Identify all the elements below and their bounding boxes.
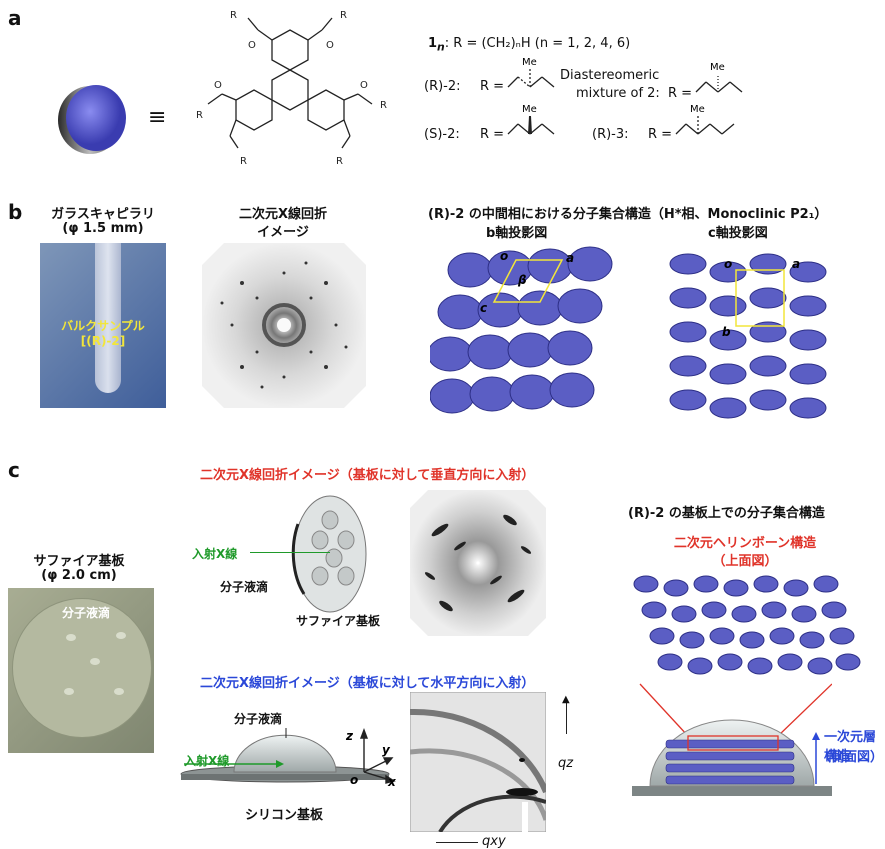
droplet-photo-label: 分子液滴 [61, 606, 110, 620]
incident-xray-label: 入射X線 [192, 547, 238, 561]
diastereomeric-equals: R = [668, 86, 693, 101]
r-label: R [380, 100, 387, 111]
layer-structure-side-view: （側面図） [818, 750, 884, 765]
droplet-label-side: 分子液滴 [234, 712, 283, 726]
panel-label-b: b [8, 200, 23, 224]
silicon-substrate-diagram [180, 728, 390, 783]
vertical-incidence-title: 二次元X線回折イメージ（基板に対して垂直方向に入射） [200, 468, 535, 483]
xrd-pattern-horizontal [410, 692, 546, 832]
c-axis-projection-title: c軸投影図 [708, 226, 768, 241]
droplet [114, 688, 124, 695]
assembly-title: (R)-2 の基板上での分子集合構造 [628, 506, 825, 521]
o-label: O [248, 40, 256, 51]
layer-structure-model [632, 683, 832, 796]
axis-b-label: b [722, 325, 731, 339]
me-label: Me [710, 62, 725, 73]
c-axis-projection-model: o a b [669, 253, 827, 419]
qxy-arrow [436, 842, 478, 843]
o-label: O [360, 80, 368, 91]
r3-side-chain: Me [675, 104, 735, 135]
qxy-label: qxy [482, 834, 506, 849]
disk-molecule-icon [58, 85, 126, 154]
me-label: Me [522, 104, 537, 115]
r2-side-chain: Me [507, 57, 555, 88]
triphenylene-structure: R R R R R R O O O O [196, 10, 387, 167]
axis-o-label: o [500, 249, 508, 263]
structure-title: (R)-2 の中間相における分子集合構造（H*相、Monoclinic P2₁） [428, 207, 828, 222]
sapphire-substrate-label: サファイア基板 [296, 614, 381, 628]
qz-arrowhead: ▲ [562, 694, 570, 705]
droplet [116, 632, 126, 639]
xrd-title-line2: イメージ [257, 225, 309, 240]
compound-r2-label: (R)-2: [424, 79, 461, 94]
silicon-substrate-label: シリコン基板 [244, 808, 323, 823]
incident-xray-side-label: 入射X線 [184, 754, 230, 768]
diastereomeric-line2: mixture of 2: [576, 86, 660, 101]
r-label: R [230, 10, 237, 21]
sapphire-substrate-diagram [291, 495, 367, 613]
compound-1-text: : R = (CH₂)ₙH (n = 1, 2, 4, 6) [444, 36, 631, 51]
herringbone-top-view: （上面図） [712, 554, 778, 569]
layer-structure-title: 一次元層構造 [824, 730, 877, 764]
sapphire-photo: 分子液滴 [8, 588, 154, 753]
me-label: Me [522, 57, 537, 68]
herringbone-title: 二次元ヘリンボーン構造 [673, 536, 817, 551]
diastereomer-side-chain: Me [695, 62, 743, 93]
droplet-label: 分子液滴 [220, 580, 269, 594]
compound-r2-equals: R = [480, 79, 505, 94]
capillary-size: (φ 1.5 mm) [62, 221, 144, 236]
qz-label: qz [558, 756, 574, 771]
herringbone-model [633, 575, 861, 675]
axis-x-label: x [387, 775, 397, 786]
b-axis-projection-model: o a c β [430, 246, 613, 414]
axis-z-label: z [345, 729, 354, 743]
axis-y-label: y [382, 743, 391, 757]
b-axis-projection-title: b軸投影図 [486, 226, 548, 241]
droplet [64, 688, 74, 695]
droplet [90, 658, 100, 665]
compound-s2-equals: R = [480, 127, 505, 142]
bulk-sample-compound: [(R)-2] [80, 334, 126, 348]
sapphire-disk [12, 598, 152, 738]
axis-o-label: o [350, 773, 358, 786]
r-label: R [336, 156, 343, 167]
xrd-pattern-vertical [410, 490, 546, 636]
droplet [66, 634, 76, 641]
compound-r3-equals: R = [648, 127, 673, 142]
capillary-tube [95, 243, 121, 393]
r-label: R [240, 156, 247, 167]
diastereomeric-line1: Diastereomeric [560, 68, 660, 83]
compound-1-definition: 1n: R = (CH₂)ₙH (n = 1, 2, 4, 6) [428, 36, 630, 54]
axis-a-label: a [792, 257, 800, 271]
axis-o-label: o [724, 257, 732, 271]
sapphire-title: サファイア基板 [33, 554, 125, 569]
panel-label-c: c [8, 458, 20, 482]
coordinate-axes: z y x o [345, 728, 397, 786]
xrd-title-line1: 二次元X線回折 [238, 207, 328, 222]
bulk-sample-label: バルクサンプル [61, 319, 145, 333]
o-label: O [214, 80, 222, 91]
compound-1-number: 1 [428, 36, 438, 51]
axis-c-label: c [480, 301, 487, 315]
xray-arrow [250, 552, 330, 553]
capillary-photo: バルクサンプル [(R)-2] [40, 243, 166, 408]
o-label: O [326, 40, 334, 51]
sapphire-size: (φ 2.0 cm) [41, 568, 117, 583]
panel-label-a: a [8, 6, 22, 30]
axis-a-label: a [566, 251, 574, 265]
compound-r3-label: (R)-3: [592, 127, 629, 142]
compound-s2-label: (S)-2: [424, 127, 460, 142]
equivalence-symbol: ≡ [148, 105, 167, 130]
compound-1-subscript: n [437, 40, 445, 54]
capillary-title: ガラスキャピラリ [51, 207, 155, 222]
me-label: Me [690, 104, 705, 115]
horizontal-incidence-title: 二次元X線回折イメージ（基板に対して水平方向に入射） [200, 676, 535, 691]
s2-side-chain: Me [507, 104, 555, 135]
beta-label: β [517, 273, 527, 287]
r-label: R [196, 110, 203, 121]
qz-arrow [566, 700, 567, 734]
xrd-pattern-bulk [202, 243, 366, 408]
r-label: R [340, 10, 347, 21]
